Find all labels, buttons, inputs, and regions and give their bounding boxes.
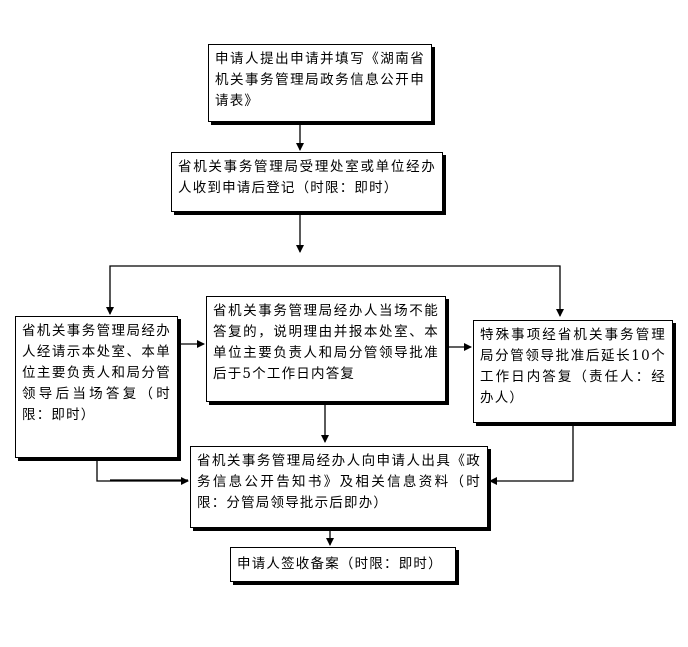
branch-split-line xyxy=(109,265,564,317)
arrow-extend-to-notice xyxy=(489,425,574,485)
node-issue-notice: 省机关事务管理局经办人向申请人出具《政务信息公开告知书》及相关信息资料（时限：分… xyxy=(190,446,488,528)
node-reply-on-site: 省机关事务管理局经办人经请示本处室、本单位主要负责人和局分管领导后当场答复（时限… xyxy=(15,316,178,458)
node-apply: 申请人提出申请并填写《湖南省机关事务管理局政务信息公开申请表》 xyxy=(208,44,432,122)
node-register: 省机关事务管理局受理处室或单位经办人收到申请后登记（时限：即时） xyxy=(171,152,443,212)
node-sign-archive: 申请人签收备案（时限：即时） xyxy=(230,547,456,582)
arrow-reply-to-notice xyxy=(96,459,189,485)
node-cannot-reply: 省机关事务管理局经办人当场不能答复的，说明理由并报本处室、本单位主要负责人和局分… xyxy=(206,296,446,402)
node-special-extend: 特殊事项经省机关事务管理局分管领导批准后延长10个工作日内答复（责任人：经办人） xyxy=(473,320,673,423)
